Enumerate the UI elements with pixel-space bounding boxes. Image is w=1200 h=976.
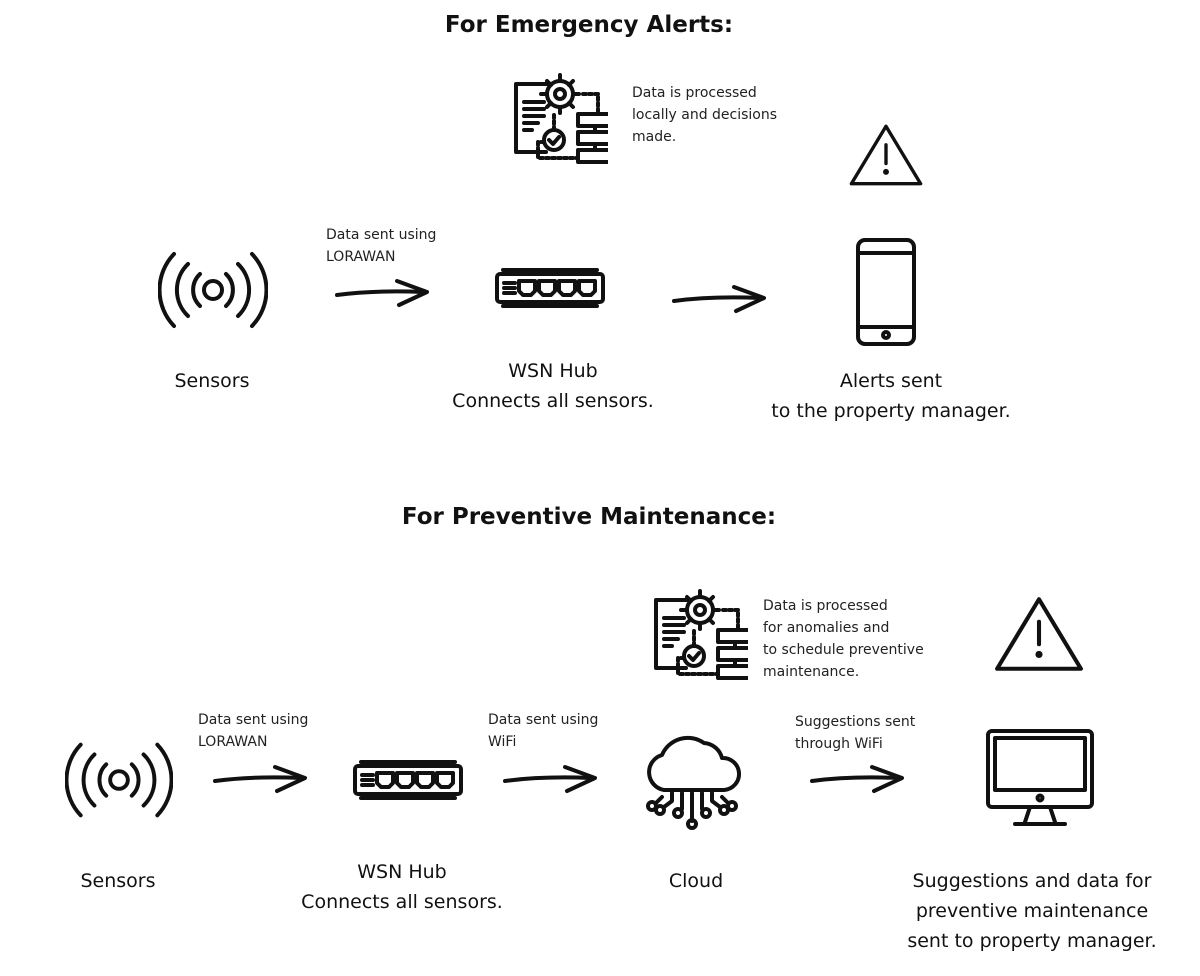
arrow-right-icon xyxy=(503,764,598,794)
cloud-label: Cloud xyxy=(668,870,724,892)
note-line: Data is processed xyxy=(632,85,757,101)
lorawan-note: Data sent using LORAWAN xyxy=(326,224,436,268)
label-line: to the property manager. xyxy=(771,400,1011,422)
note-line: Data sent using xyxy=(198,712,309,728)
warning-icon xyxy=(993,595,1085,673)
smartphone-icon xyxy=(855,237,917,347)
note-line: maintenance. xyxy=(763,664,860,680)
arrow-right-icon xyxy=(810,764,905,794)
note-line: locally and decisions xyxy=(632,107,778,123)
label-line: WSN Hub xyxy=(357,861,447,883)
monitor-label: Suggestions and data for preventive main… xyxy=(907,866,1156,956)
note-line: Data sent using xyxy=(488,712,599,728)
lorawan-note: Data sent using LORAWAN xyxy=(198,709,308,753)
arrow-right-icon xyxy=(213,764,308,794)
arrow-right-icon xyxy=(672,284,767,314)
label-line: Suggestions and data for xyxy=(912,870,1152,892)
note-line: WiFi xyxy=(488,734,517,750)
note-line: made. xyxy=(632,129,677,145)
hub-label: WSN Hub Connects all sensors. xyxy=(301,857,503,917)
processing-note: Data is processed locally and decisions … xyxy=(632,82,777,148)
label-line: Connects all sensors. xyxy=(452,390,654,412)
note-line: Suggestions sent xyxy=(795,714,916,730)
sensor-icon xyxy=(158,250,268,330)
note-line: LORAWAN xyxy=(198,734,268,750)
cloud-icon xyxy=(642,725,742,830)
data-processing-icon xyxy=(508,72,608,167)
hub-icon xyxy=(495,268,605,308)
preventive-title: For Preventive Maintenance: xyxy=(401,504,777,530)
label-line: preventive maintenance xyxy=(915,900,1149,922)
sensor-icon xyxy=(65,740,173,820)
warning-icon xyxy=(848,122,924,188)
note-line: Data sent using xyxy=(326,227,437,243)
note-line: for anomalies and xyxy=(763,620,890,636)
data-processing-icon xyxy=(648,588,748,683)
note-line: through WiFi xyxy=(795,736,883,752)
alerts-label: Alerts sent to the property manager. xyxy=(771,366,1010,426)
hub-icon xyxy=(353,760,463,800)
label-line: Connects all sensors. xyxy=(301,891,503,913)
label-line: Alerts sent xyxy=(839,370,943,392)
label-line: WSN Hub xyxy=(508,360,598,382)
label-line: sent to property manager. xyxy=(907,930,1157,952)
emergency-title: For Emergency Alerts: xyxy=(444,12,734,38)
note-line: LORAWAN xyxy=(326,249,396,265)
wifi-note: Data sent using WiFi xyxy=(488,709,598,753)
suggestions-note: Suggestions sent through WiFi xyxy=(795,711,915,755)
processing-note: Data is processed for anomalies and to s… xyxy=(763,595,924,683)
note-line: Data is processed xyxy=(763,598,888,614)
sensors-label: Sensors xyxy=(80,870,156,892)
sensors-label: Sensors xyxy=(174,370,250,392)
arrow-right-icon xyxy=(335,278,430,308)
hub-label: WSN Hub Connects all sensors. xyxy=(452,356,654,416)
note-line: to schedule preventive xyxy=(763,642,924,658)
monitor-icon xyxy=(985,728,1095,828)
